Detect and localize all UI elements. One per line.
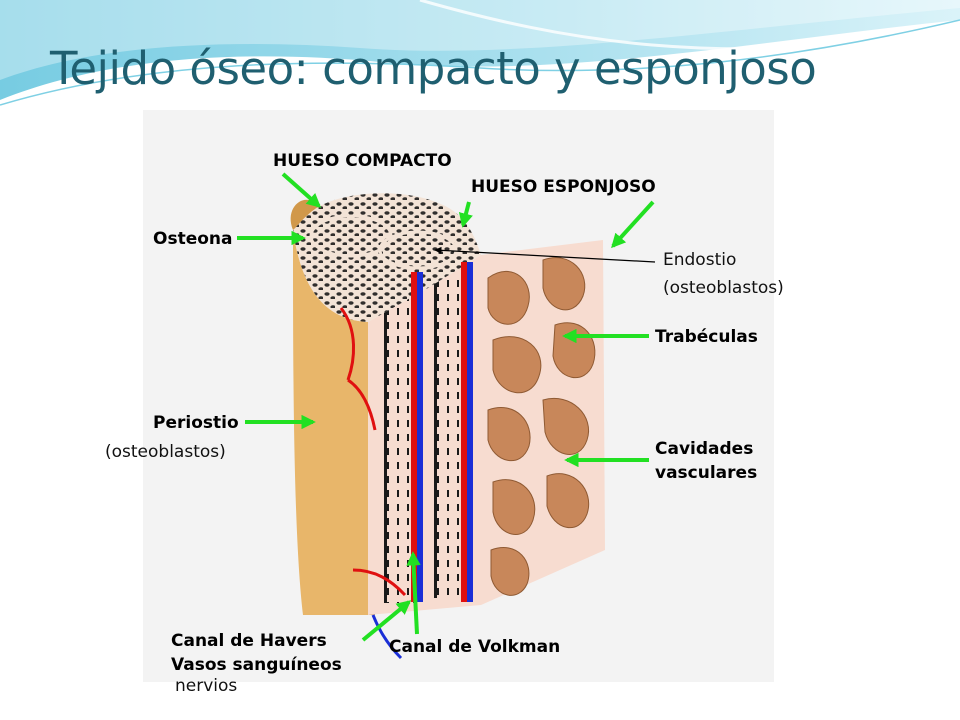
blood-vessels — [339, 262, 473, 660]
label-hueso-compacto: HUESO COMPACTO — [273, 151, 452, 171]
label-vasos: Vasos sanguíneos — [171, 655, 342, 675]
arrows — [237, 172, 655, 642]
note-periostio-osteoblastos: (osteoblastos) — [105, 442, 226, 462]
label-canal-volkman: Canal de Volkman — [389, 637, 560, 657]
label-cavidades-line2: vasculares — [655, 463, 757, 483]
note-endostio-line2: (osteoblastos) — [663, 278, 784, 298]
bone-figure: HUESO COMPACTO HUESO ESPONJOSO Osteona P… — [105, 110, 784, 696]
label-osteona: Osteona — [153, 229, 232, 249]
label-cavidades-line1: Cavidades — [655, 439, 753, 459]
spongy-bone — [481, 240, 605, 605]
slide-title: Tejido óseo: compacto y esponjoso — [50, 42, 817, 95]
osteon-top — [293, 193, 481, 322]
label-canal-havers: Canal de Havers — [171, 631, 327, 651]
header-wave-decoration — [0, 0, 960, 106]
note-nervios: nervios — [175, 676, 238, 696]
label-trabeculas: Trabéculas — [655, 327, 758, 347]
bone-diagram: HUESO COMPACTO HUESO ESPONJOSO Osteona P… — [153, 151, 758, 675]
endostio-pointer — [434, 246, 656, 263]
label-periostio: Periostio — [153, 413, 239, 433]
note-endostio-line1: Endostio — [663, 250, 737, 270]
label-hueso-esponjoso: HUESO ESPONJOSO — [471, 177, 656, 197]
